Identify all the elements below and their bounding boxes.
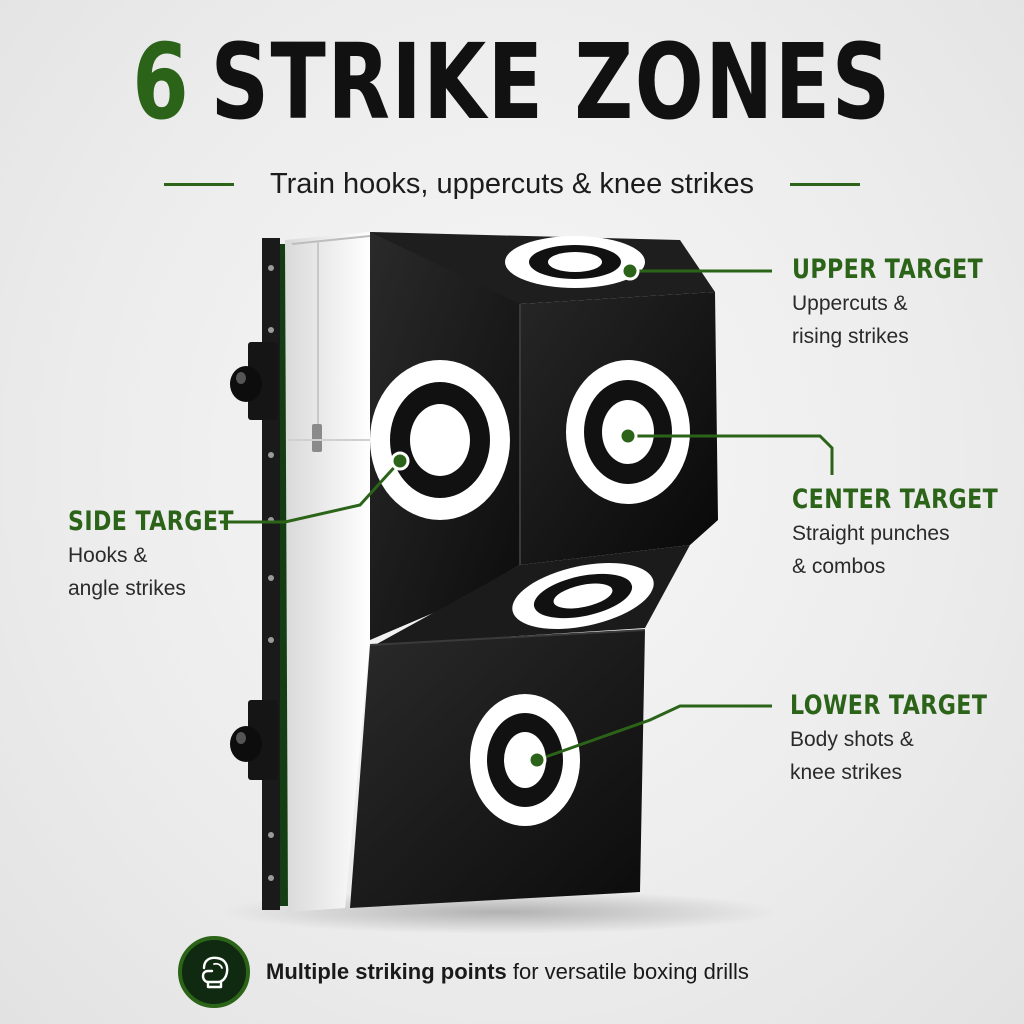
lower-target-leader [527, 704, 772, 770]
center-target-desc-1: Straight punches [792, 522, 950, 545]
mount-bracket-top [230, 342, 278, 420]
side-target-label: SIDE TARGET Hooks & angle strikes [68, 506, 270, 603]
headline-words: STRIKE ZONES [210, 21, 892, 143]
center-target-title: CENTER TARGET [792, 484, 999, 515]
footer-badge [178, 936, 250, 1008]
white-side-panel [285, 232, 371, 912]
center-target-label: CENTER TARGET Straight punches & combos [792, 484, 1024, 581]
center-target-leader [618, 426, 834, 475]
upper-target-desc-1: Uppercuts & [792, 292, 908, 315]
lower-target-desc-1: Body shots & [790, 728, 914, 751]
lower-target-label: LOWER TARGET Body shots & knee strikes [790, 690, 1024, 787]
subtitle-left-rule [163, 182, 234, 186]
lower-target-title: LOWER TARGET [790, 690, 988, 721]
lower-target-desc-2: knee strikes [790, 761, 903, 784]
mount-bracket-bottom [230, 700, 278, 780]
footer-bold: Multiple striking points [266, 959, 507, 984]
boxing-glove-icon [201, 956, 229, 989]
upper-target-label: UPPER TARGET Uppercuts & rising strikes [792, 254, 1024, 351]
side-target-rings [370, 360, 510, 520]
side-target-desc-1: Hooks & [68, 544, 148, 567]
footer: Multiple striking points for versatile b… [178, 930, 749, 1014]
side-target-desc-2: angle strikes [68, 577, 186, 600]
center-target-desc-2: & combos [792, 555, 886, 578]
side-target-title: SIDE TARGET [68, 506, 234, 537]
subtitle: Train hooks, uppercuts & knee strikes [269, 167, 755, 200]
subtitle-row: Train hooks, uppercuts & knee strikes [0, 164, 1024, 204]
footer-text: Multiple striking points for versatile b… [266, 959, 749, 985]
headline-number: 6 [132, 21, 191, 143]
lower-target-rings [470, 694, 580, 826]
subtitle-right-rule [790, 182, 861, 186]
upper-target-desc-2: rising strikes [792, 325, 909, 348]
side-target-leader [220, 451, 410, 524]
upper-target-leader [620, 261, 772, 281]
footer-rest: for versatile boxing drills [506, 959, 749, 984]
knee-slant-face [375, 545, 690, 645]
upper-target-title: UPPER TARGET [792, 254, 984, 285]
top-face [370, 232, 715, 304]
